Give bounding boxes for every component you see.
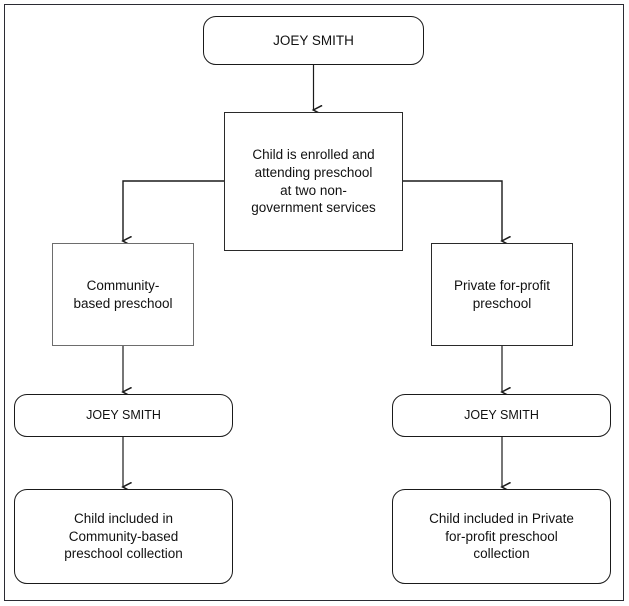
edge-status-to-right-type <box>403 180 502 241</box>
node-private-for-profit-outcome-label: Child included in Private for-profit pre… <box>429 511 574 562</box>
node-community-based-preschool[interactable]: Community- based preschool <box>52 243 194 346</box>
node-private-for-profit-preschool-label: Private for-profit preschool <box>453 277 551 311</box>
node-left-person-label: JOEY SMITH <box>86 408 161 423</box>
node-enrollment-status-label: Child is enrolled and attending preschoo… <box>251 147 376 216</box>
node-community-based-outcome[interactable]: Child included in Community-based presch… <box>14 489 233 584</box>
node-root-person-label: JOEY SMITH <box>273 32 354 48</box>
node-root-person[interactable]: JOEY SMITH <box>203 16 424 65</box>
edge-status-to-left-type <box>123 180 224 241</box>
node-enrollment-status[interactable]: Child is enrolled and attending preschoo… <box>224 112 403 251</box>
node-private-for-profit-preschool[interactable]: Private for-profit preschool <box>431 243 573 346</box>
node-left-person[interactable]: JOEY SMITH <box>14 394 233 437</box>
node-community-based-outcome-label: Child included in Community-based presch… <box>64 511 183 562</box>
node-right-person-label: JOEY SMITH <box>464 408 539 423</box>
node-private-for-profit-outcome[interactable]: Child included in Private for-profit pre… <box>392 489 611 584</box>
node-community-based-preschool-label: Community- based preschool <box>73 277 173 311</box>
node-right-person[interactable]: JOEY SMITH <box>392 394 611 437</box>
